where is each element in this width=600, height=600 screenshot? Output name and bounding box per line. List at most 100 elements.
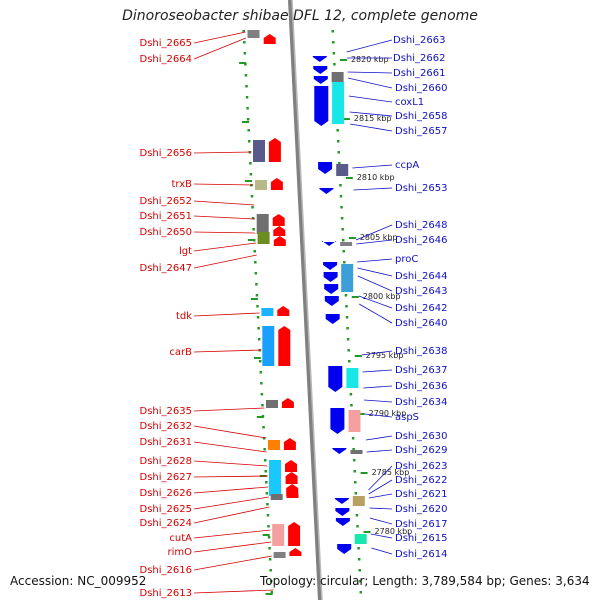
reverse-gene-box (341, 264, 354, 292)
left-leader-line (193, 215, 255, 220)
tick-mark (357, 547, 360, 550)
tick-mark (257, 327, 260, 330)
right-leader-line (352, 164, 393, 169)
right-gene-label: Dshi_2644 (395, 271, 447, 282)
left-gene-label: Dshi_2631 (140, 437, 192, 448)
tick-mark (337, 151, 341, 154)
tick-mark (251, 217, 255, 220)
left-gene-label: Dshi_2616 (140, 565, 192, 576)
left-leader-line (193, 475, 268, 478)
tick-mark (352, 448, 355, 451)
left-gene-label: Dshi_2626 (140, 488, 192, 499)
major-tick (363, 531, 371, 533)
tick-mark (340, 217, 344, 220)
reverse-gene-arrow (313, 66, 328, 74)
tick-mark (344, 294, 348, 297)
tick-mark (261, 404, 264, 407)
tick-mark (348, 360, 351, 363)
tick-mark (256, 305, 259, 308)
left-gene-label: tdk (176, 311, 192, 322)
reverse-gene-arrow (323, 272, 338, 282)
major-tick (242, 121, 250, 123)
forward-gene-arrow (286, 490, 299, 498)
tick-mark (255, 283, 258, 286)
reverse-gene-arrow (325, 314, 340, 324)
major-tick (247, 239, 255, 241)
forward-gene-arrow (270, 178, 283, 190)
forward-gene-box (255, 180, 267, 190)
tick-mark (340, 206, 343, 209)
right-gene-label: aspS (395, 412, 419, 423)
left-gene-label: Dshi_2652 (140, 196, 192, 207)
left-leader-line (193, 541, 272, 553)
tick-mark (244, 74, 248, 77)
left-leader-line (193, 31, 246, 44)
right-gene-label: Dshi_2620 (395, 504, 447, 515)
left-leader-line (193, 183, 254, 186)
major-tick (351, 296, 359, 298)
forward-gene-box (273, 552, 286, 558)
kbp-label: 2820 kbp (351, 55, 389, 64)
tick-mark (249, 173, 253, 176)
tick-mark (243, 41, 246, 44)
right-leader-line (364, 413, 393, 418)
left-leader-line (193, 151, 252, 154)
topology-text: Topology: circular; Length: 3,789,584 bp… (260, 574, 590, 588)
tick-mark (269, 569, 272, 572)
tick-mark (351, 437, 355, 440)
left-gene-label: cutA (169, 533, 192, 544)
forward-gene-arrow (285, 472, 298, 484)
tick-mark (331, 30, 334, 33)
right-gene-label: Dshi_2640 (395, 318, 447, 329)
right-leader-line (365, 435, 393, 441)
forward-gene-box (256, 214, 269, 234)
right-gene-label: Dshi_2653 (395, 183, 447, 194)
tick-mark (243, 52, 247, 55)
tick-mark (349, 393, 353, 396)
tick-mark (245, 85, 248, 88)
backbone-highlight (291, 0, 323, 600)
tick-mark (255, 294, 259, 297)
left-leader-line (193, 555, 272, 571)
right-gene-label: Dshi_2634 (395, 397, 447, 408)
tick-mark (267, 525, 270, 528)
major-tick (256, 416, 264, 418)
left-leader-line (193, 506, 270, 524)
right-leader-line (353, 187, 393, 191)
tick-mark (262, 426, 265, 429)
left-gene-label: Dshi_2664 (140, 54, 192, 65)
tick-mark (252, 228, 255, 231)
tick-mark (244, 63, 247, 66)
left-leader-line (193, 231, 256, 234)
left-leader-line (193, 441, 267, 453)
right-leader-line (369, 507, 393, 510)
forward-gene-arrow (263, 34, 276, 44)
tick-mark (341, 228, 344, 231)
forward-gene-arrow (285, 460, 297, 472)
tick-mark (242, 30, 245, 33)
right-leader-line (358, 303, 393, 324)
forward-gene-box (261, 308, 274, 316)
left-gene-label: Dshi_2624 (140, 518, 192, 529)
right-gene-label: Dshi_2615 (395, 533, 447, 544)
major-tick (262, 534, 270, 536)
tick-mark (343, 261, 346, 264)
right-gene-label: Dshi_2622 (395, 475, 447, 486)
left-gene-label: Dshi_2632 (140, 421, 192, 432)
left-leader-line (193, 312, 260, 317)
tick-mark (342, 250, 345, 253)
reverse-gene-box (348, 410, 361, 432)
right-leader-line (370, 533, 393, 539)
tick-mark (254, 261, 257, 264)
left-gene-label: Dshi_2650 (140, 227, 192, 238)
tick-mark (333, 63, 336, 66)
right-leader-line (363, 399, 393, 403)
left-leader-line (193, 200, 255, 206)
right-leader-line (347, 77, 393, 89)
tick-mark (246, 118, 250, 121)
reverse-gene-arrow (323, 262, 338, 270)
reverse-gene-arrow (319, 188, 334, 194)
kbp-label: 2800 kbp (363, 292, 401, 301)
tick-mark (353, 470, 356, 473)
right-gene-label: Dshi_2662 (393, 53, 445, 64)
